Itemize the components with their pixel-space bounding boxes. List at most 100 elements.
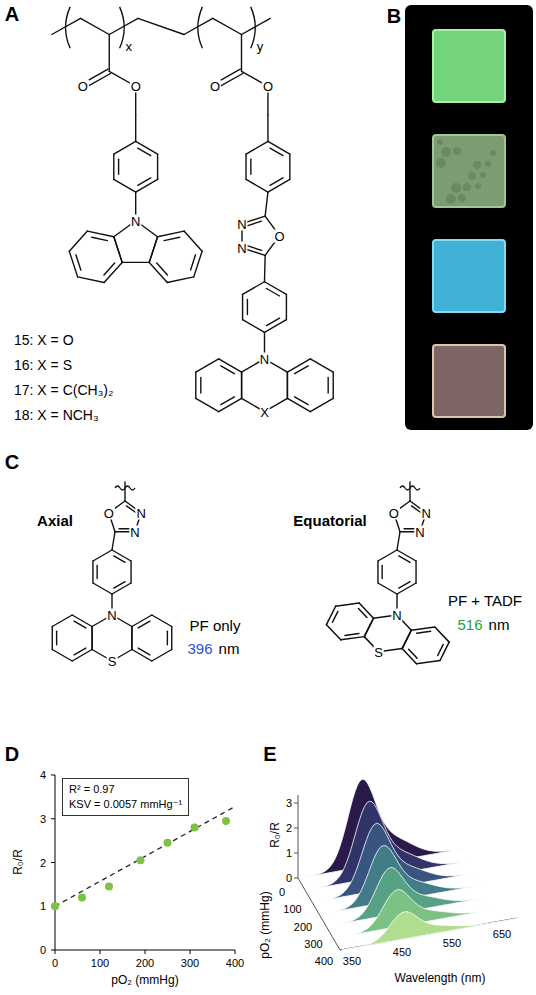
emission-label: PF only: [190, 618, 241, 633]
atom-label: N: [130, 214, 141, 227]
tick-mark: [294, 803, 298, 804]
data-point: [137, 856, 145, 864]
axis-tick: 300: [181, 958, 199, 969]
bond: [113, 154, 114, 179]
bond: [378, 583, 397, 594]
bond: [93, 550, 112, 561]
film-texture: [463, 183, 471, 191]
data-point: [164, 839, 172, 847]
bond: [74, 621, 86, 628]
atom-label: O: [130, 80, 142, 93]
bond: [112, 550, 131, 561]
film-texture: [490, 150, 496, 156]
tick-mark: [51, 862, 55, 863]
bond: [132, 650, 152, 662]
repeat-subscript: y: [257, 40, 264, 53]
tick-mark: [51, 818, 55, 819]
unit-label: nm: [489, 617, 510, 632]
axis-tick: 550: [443, 938, 461, 949]
bond: [241, 372, 242, 398]
atom-label: N: [236, 241, 247, 254]
film-texture: [473, 161, 481, 169]
axis-line: [55, 775, 235, 950]
bond: [184, 231, 202, 251]
unit-label: nm: [219, 641, 240, 656]
conformer-label: Equatorial: [293, 513, 366, 528]
tick-mark: [294, 828, 298, 829]
bond: [93, 583, 112, 594]
bond: [364, 618, 373, 636]
compound-label: 15: X = O: [14, 333, 74, 347]
data-point: [78, 894, 86, 902]
bond: [264, 255, 266, 281]
bond: [114, 582, 125, 589]
bond: [438, 645, 443, 656]
bond: [248, 221, 262, 225]
bond: [417, 631, 431, 633]
bond: [242, 294, 243, 319]
waterfall-plot: [294, 779, 517, 950]
repeat-bracket: [120, 7, 125, 48]
bond: [130, 561, 131, 583]
bond: [411, 627, 435, 630]
panel-letter: A: [5, 4, 19, 24]
bond: [213, 18, 242, 34]
compound-label: 16: X = S: [14, 358, 72, 372]
axis-title: pO₂ (mmHg): [111, 974, 178, 986]
bond: [78, 277, 104, 283]
axis-title: pO₂ (mmHg): [259, 891, 271, 958]
bond: [333, 372, 334, 398]
attachment-mark: [115, 486, 135, 490]
bond: [267, 115, 268, 141]
axis-tick: 2: [40, 857, 46, 868]
atom-label: N: [236, 217, 247, 230]
bond: [131, 627, 132, 650]
repeat-bracket: [66, 7, 71, 48]
bond: [267, 289, 280, 296]
bond: [409, 649, 417, 658]
bond: [402, 630, 411, 648]
atom-label: S: [107, 655, 118, 668]
bond: [265, 320, 287, 333]
bond: [268, 141, 290, 154]
axis-title: Wavelength (nm): [395, 972, 486, 984]
bond: [415, 561, 416, 583]
statistic-text: KSV = 0.0057 mmHg⁻¹: [69, 797, 182, 812]
axis-tick: 4: [40, 770, 46, 781]
bond: [267, 318, 280, 325]
bond: [247, 300, 248, 315]
bond: [241, 35, 242, 72]
tick-mark: [55, 950, 56, 954]
film-texture: [453, 147, 461, 155]
bond: [149, 237, 157, 263]
bond: [52, 627, 53, 650]
bond: [399, 556, 410, 563]
bond: [289, 154, 290, 179]
bond: [377, 561, 378, 583]
bond: [364, 618, 373, 636]
atom-label: O: [273, 229, 285, 242]
bond: [378, 550, 397, 561]
bond: [295, 366, 309, 374]
bond: [402, 630, 411, 648]
structure-bonds: [52, 7, 449, 664]
atom-label: S: [373, 645, 384, 658]
bond: [381, 565, 382, 578]
bond: [91, 627, 92, 650]
bond: [196, 398, 219, 411]
bond: [69, 231, 87, 251]
bond: [270, 178, 283, 185]
film-sample: [433, 240, 505, 312]
conformer-label: Axial: [37, 513, 73, 528]
bond: [138, 148, 151, 155]
axis-tick: 200: [136, 958, 154, 969]
axis-tick: 0: [286, 873, 292, 884]
bond: [341, 637, 365, 640]
film-texture: [458, 194, 466, 202]
bond: [287, 372, 288, 398]
bond: [152, 615, 172, 627]
bond: [138, 178, 151, 185]
repeat-bracket: [251, 7, 256, 48]
axis-tick: 0: [52, 958, 58, 969]
film-texture: [436, 158, 446, 168]
